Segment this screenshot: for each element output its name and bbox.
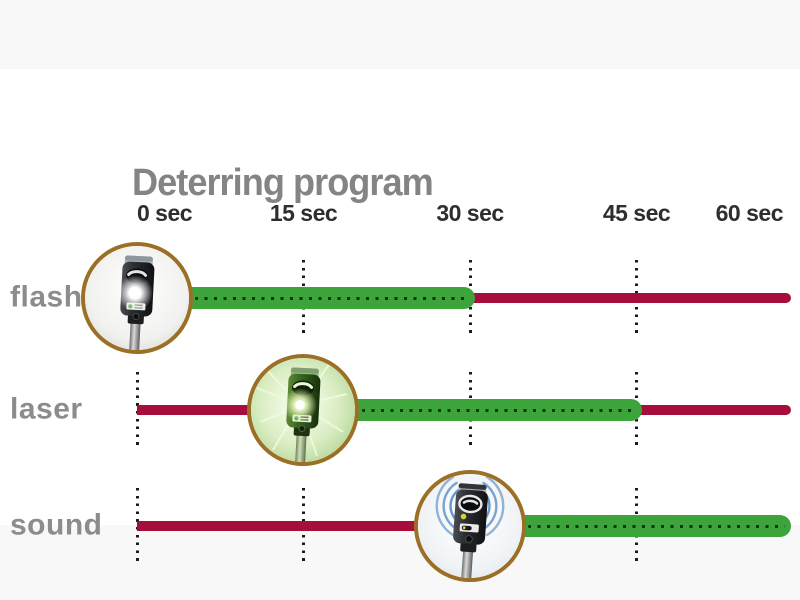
axis-tick-60sec: 60 sec <box>715 200 784 226</box>
inactive-bar-sound <box>137 521 470 531</box>
flash-device-photo <box>81 242 193 354</box>
laser-device-photo <box>247 354 359 466</box>
inactive-bar-laser <box>137 405 304 415</box>
active-bar-dotted-line-flash <box>195 296 469 300</box>
axis-tick-30sec: 30 sec <box>436 200 504 226</box>
laser-device-icon <box>251 358 355 462</box>
active-bar-dotted-line-sound <box>528 524 785 528</box>
inactive-bar-flash <box>464 293 791 303</box>
row-label-sound: sound <box>10 508 103 542</box>
timeline-chart <box>0 69 800 564</box>
axis-tick-0sec: 0 sec <box>137 200 193 226</box>
page-title: Deterring program <box>132 162 434 205</box>
sound-device-photo <box>414 470 526 582</box>
row-label-laser: laser <box>10 392 83 426</box>
axis-tick-45sec: 45 sec <box>602 200 671 226</box>
sound-device-icon <box>418 474 522 578</box>
infographic-canvas: Deterring program 0 sec 15 sec 30 sec 45… <box>0 69 800 582</box>
active-bar-dotted-line-laser <box>361 408 636 412</box>
row-label-flash: flash <box>10 280 83 314</box>
flash-device-icon <box>85 246 189 350</box>
inactive-bar-laser <box>630 405 791 415</box>
axis-tick-15sec: 15 sec <box>269 200 338 226</box>
